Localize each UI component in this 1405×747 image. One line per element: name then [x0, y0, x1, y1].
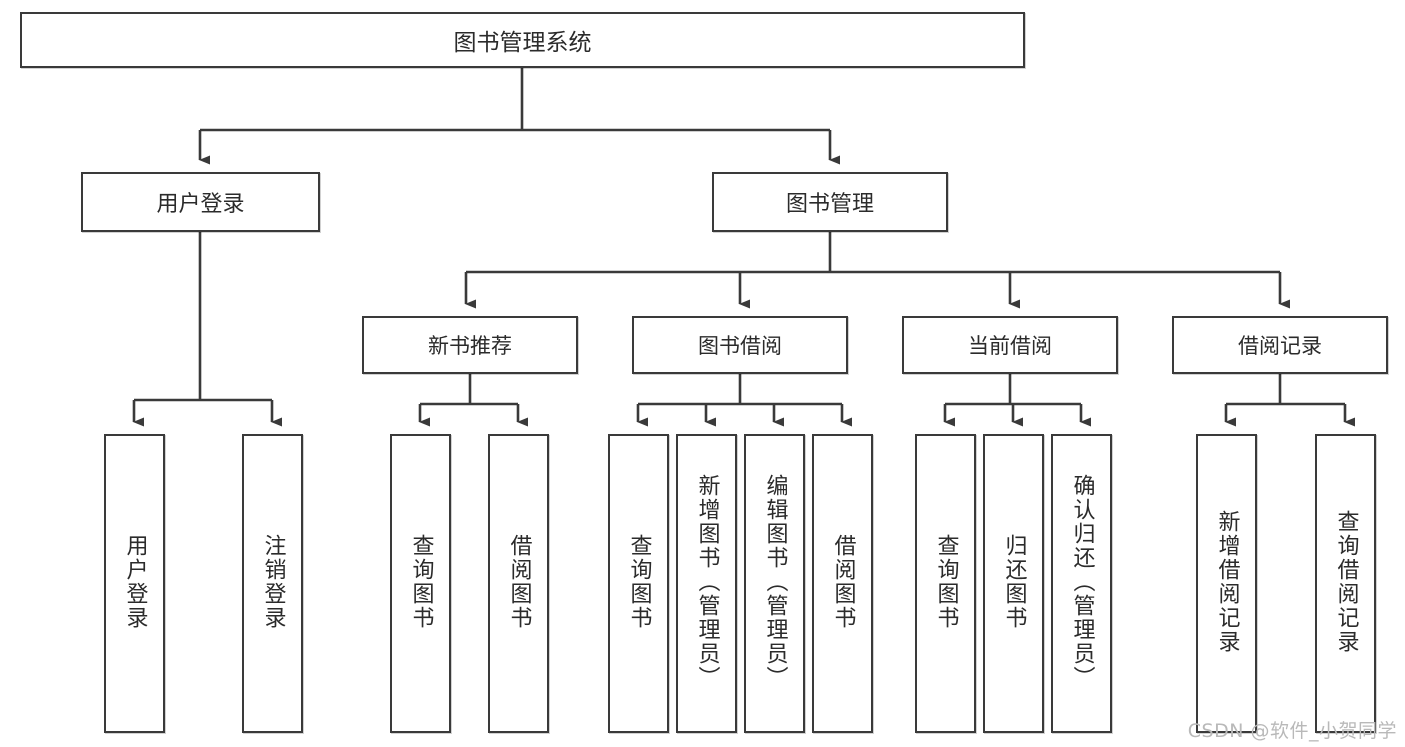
node-borrow-record[interactable]: 借阅记录 — [1172, 316, 1388, 374]
leaf-label: 确认归还（管理员） — [1069, 473, 1095, 690]
node-label: 用户登录 — [156, 192, 245, 217]
node-user-login[interactable]: 用户登录 — [81, 172, 320, 232]
leaf-label: 注销登录 — [260, 533, 286, 630]
leaf-current-confirm-return-admin[interactable]: 确认归还（管理员） — [1051, 434, 1112, 733]
node-label: 图书管理系统 — [453, 30, 592, 56]
leaf-borrow-borrow-book[interactable]: 借阅图书 — [812, 434, 873, 733]
node-label: 借阅记录 — [1238, 334, 1322, 358]
leaf-label: 用户登录 — [122, 533, 148, 630]
leaf-current-return-book[interactable]: 归还图书 — [983, 434, 1044, 733]
leaf-label: 归还图书 — [1001, 533, 1027, 630]
leaf-current-query-book[interactable]: 查询图书 — [915, 434, 976, 733]
leaf-label: 借阅图书 — [506, 533, 532, 630]
leaf-record-query-record[interactable]: 查询借阅记录 — [1315, 434, 1376, 733]
leaf-label: 查询图书 — [933, 533, 959, 630]
leaf-borrow-query-book[interactable]: 查询图书 — [608, 434, 669, 733]
leaf-borrow-add-book-admin[interactable]: 新增图书（管理员） — [676, 434, 737, 733]
node-label: 当前借阅 — [968, 334, 1052, 358]
node-current-borrow[interactable]: 当前借阅 — [902, 316, 1118, 374]
leaf-label: 查询图书 — [408, 533, 434, 630]
leaf-user-login-login[interactable]: 用户登录 — [104, 434, 165, 733]
node-root-system[interactable]: 图书管理系统 — [20, 12, 1025, 68]
node-book-borrow[interactable]: 图书借阅 — [632, 316, 848, 374]
leaf-borrow-edit-book-admin[interactable]: 编辑图书（管理员） — [744, 434, 805, 733]
node-new-book-recommend[interactable]: 新书推荐 — [362, 316, 578, 374]
leaf-label: 查询借阅记录 — [1333, 509, 1359, 654]
watermark-text: CSDN @软件_小贺同学 — [1187, 720, 1397, 742]
leaf-recommend-query-book[interactable]: 查询图书 — [390, 434, 451, 733]
leaf-label: 借阅图书 — [830, 533, 856, 630]
leaf-recommend-borrow-book[interactable]: 借阅图书 — [488, 434, 549, 733]
leaf-label: 新增借阅记录 — [1214, 509, 1240, 654]
node-label: 新书推荐 — [428, 334, 512, 358]
leaf-label: 编辑图书（管理员） — [762, 473, 788, 690]
leaf-label: 新增图书（管理员） — [694, 473, 720, 690]
node-book-management[interactable]: 图书管理 — [712, 172, 948, 232]
leaf-user-login-logout[interactable]: 注销登录 — [242, 434, 303, 733]
node-label: 图书管理 — [785, 192, 874, 217]
leaf-record-add-record[interactable]: 新增借阅记录 — [1196, 434, 1257, 733]
leaf-label: 查询图书 — [626, 533, 652, 630]
node-label: 图书借阅 — [698, 334, 782, 358]
